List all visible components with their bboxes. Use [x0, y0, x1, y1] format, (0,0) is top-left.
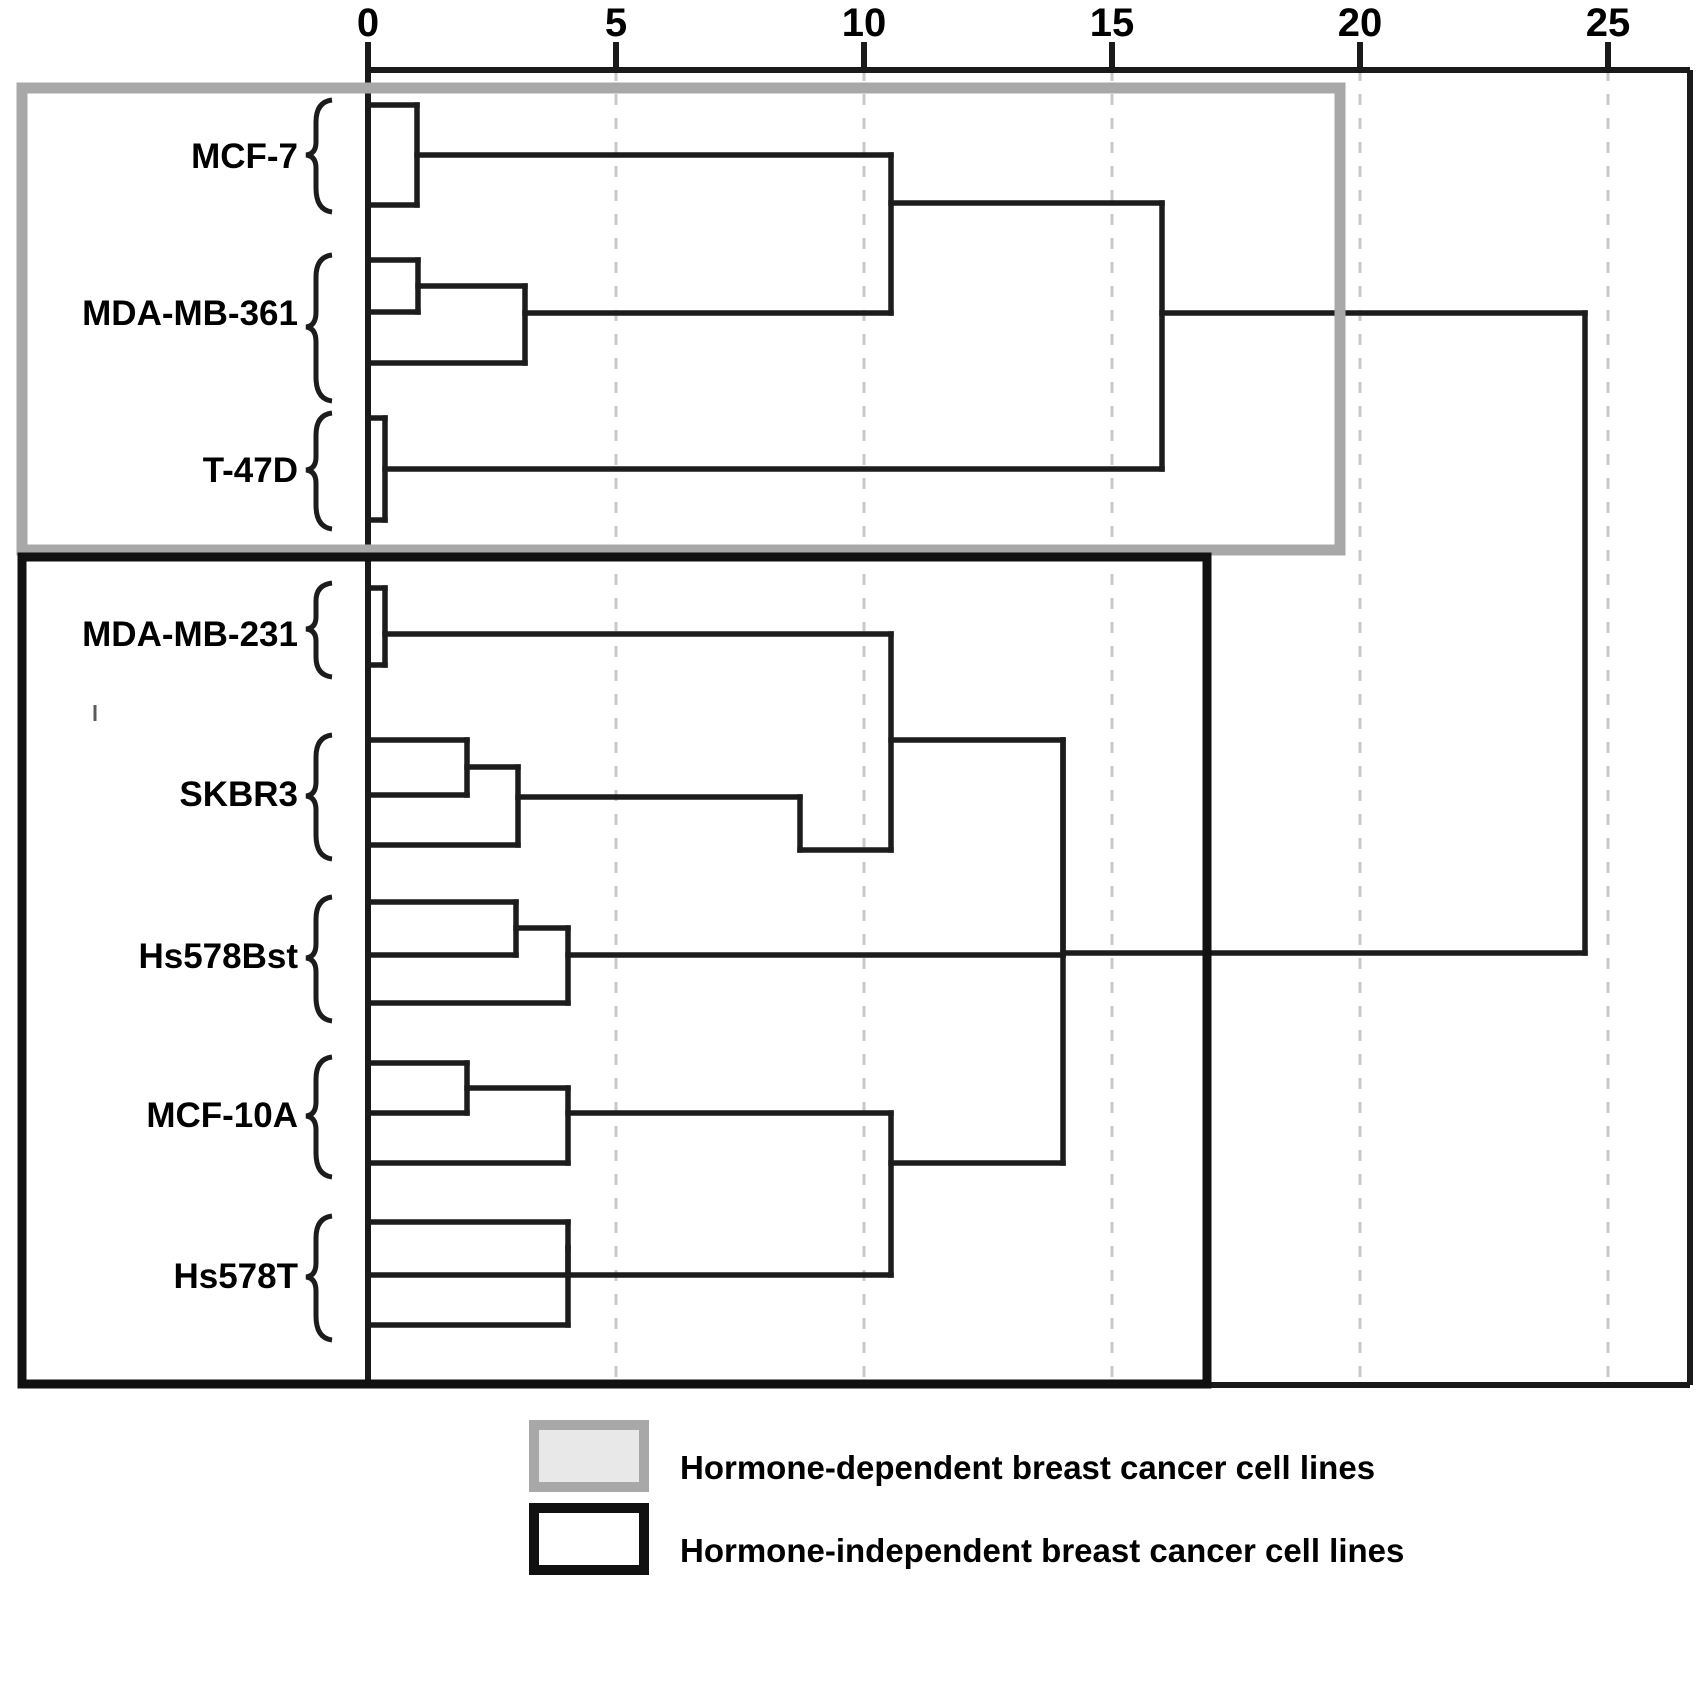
- brace-t47d: [305, 410, 333, 532]
- axis-tick-0: 0: [357, 1, 379, 45]
- legend: Hormone-dependent breast cancer cell lin…: [529, 1420, 1404, 1575]
- brace-skbr3: [305, 732, 333, 862]
- leaf-label-hs578t: Hs578T: [173, 1257, 298, 1296]
- brace-mcf7: [305, 97, 333, 215]
- axis-tick-10: 10: [842, 1, 887, 45]
- leaf-label-mcf7: MCF-7: [191, 137, 298, 176]
- legend-label-hormone-independent: Hormone-independent breast cancer cell l…: [680, 1532, 1404, 1569]
- legend-swatch-hormone-independent: [529, 1503, 649, 1575]
- leaf-label-t47d: T-47D: [203, 451, 298, 490]
- x-axis: [365, 42, 1693, 1388]
- brace-mdamb231: [305, 580, 333, 680]
- brace-mdamb361: [305, 252, 333, 404]
- gridlines: [614, 70, 1610, 1385]
- axis-tick-5: 5: [605, 1, 627, 45]
- axis-tick-labels: 0 5 10 15 20 25: [357, 1, 1630, 45]
- leaf-labels: MCF-7 MDA-MB-361 T-47D MDA-MB-231 SKBR3 …: [82, 137, 298, 1296]
- axis-tick-25: 25: [1586, 1, 1631, 45]
- leaf-label-hs578bst: Hs578Bst: [138, 937, 298, 976]
- leaf-label-skbr3: SKBR3: [179, 775, 298, 814]
- axis-tick-15: 15: [1090, 1, 1135, 45]
- leaf-label-mdamb361: MDA-MB-361: [82, 294, 298, 333]
- brace-hs578bst: [305, 894, 333, 1024]
- dendrogram-tree: [365, 102, 1588, 1328]
- hormone-independent-box: [17, 552, 1212, 1389]
- brace-mcf10a: [305, 1054, 333, 1180]
- axis-tick-20: 20: [1338, 1, 1383, 45]
- legend-swatch-hormone-dependent: [529, 1420, 649, 1492]
- group-braces: [305, 97, 333, 1343]
- brace-hs578t: [305, 1213, 333, 1343]
- leaf-label-mcf10a: MCF-10A: [146, 1096, 298, 1135]
- leaf-label-mdamb231: MDA-MB-231: [82, 615, 298, 654]
- legend-label-hormone-dependent: Hormone-dependent breast cancer cell lin…: [680, 1449, 1375, 1486]
- hormone-dependent-box: [16, 82, 1346, 556]
